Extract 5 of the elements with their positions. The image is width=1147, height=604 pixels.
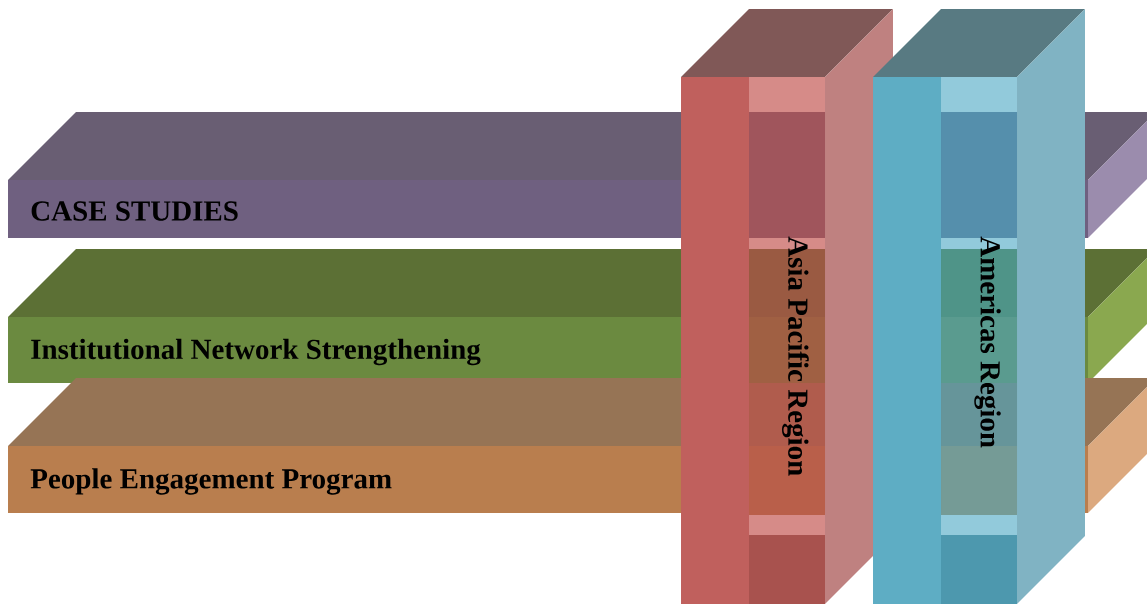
- frame-block: Americas Region: [873, 9, 1085, 604]
- node-label: CASE STUDIES: [31, 201, 238, 221]
- node-label: People Engagement Program: [30, 468, 392, 495]
- frame-block: Asia Pacific Region: [681, 9, 893, 604]
- node-label: Institutional Network Strengthening: [31, 338, 481, 366]
